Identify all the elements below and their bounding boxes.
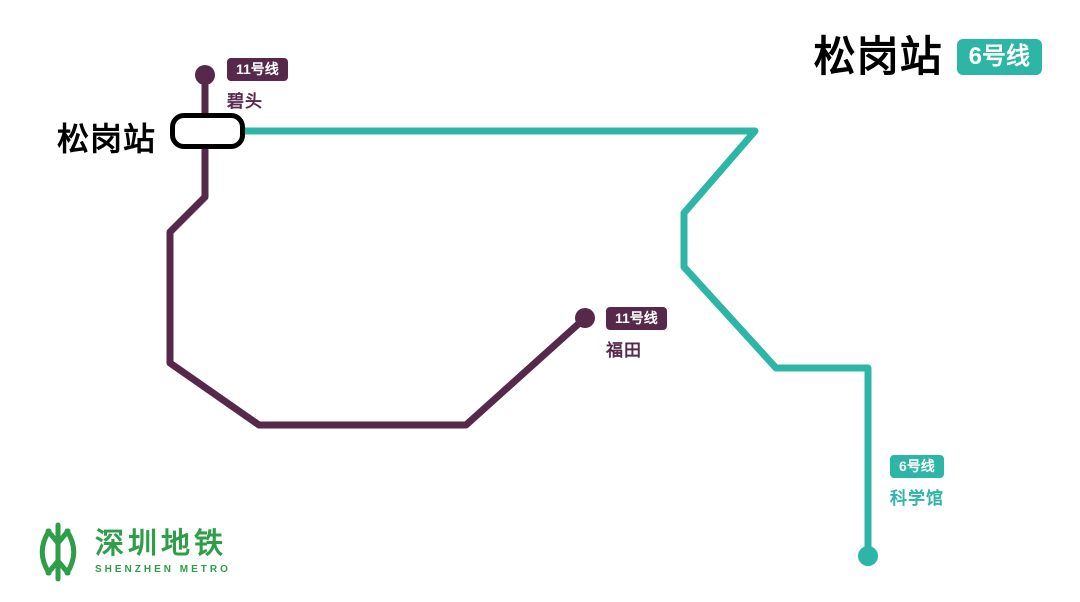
terminus-kexueguan-name: 科学馆 <box>890 488 944 508</box>
terminus-futian-name: 福田 <box>606 340 642 360</box>
logo-name-en: SHENZHEN METRO <box>95 563 231 575</box>
current-station-marker <box>170 113 245 149</box>
header-line6-badge: 6号线 <box>956 38 1042 76</box>
logo-text-block: 深圳地铁 SHENZHEN METRO <box>95 528 231 575</box>
shenzhen-metro-logo-icon <box>39 522 77 582</box>
metro-line-line11 <box>166 71 589 429</box>
terminus-dot <box>858 546 878 566</box>
shenzhen-metro-logo: 深圳地铁 SHENZHEN METRO <box>33 520 231 584</box>
current-station-label: 松岗站 <box>57 121 157 157</box>
terminus-bitou-name: 碧头 <box>227 91 263 111</box>
terminus-dot <box>575 308 595 328</box>
page-title: 松岗站 <box>813 33 943 80</box>
terminus-dot <box>195 65 215 85</box>
terminus-futian: 11号线 福田 <box>606 307 667 361</box>
logo-name-cn: 深圳地铁 <box>95 528 228 561</box>
metro-line-line6 <box>239 127 872 560</box>
line11-badge-futian: 11号线 <box>606 307 667 330</box>
terminus-kexueguan: 6号线 科学馆 <box>890 455 944 509</box>
terminus-bitou: 11号线 碧头 <box>227 58 288 112</box>
page-header: 松岗站 6号线 <box>814 36 1042 78</box>
line6-badge-kexueguan: 6号线 <box>890 455 944 478</box>
line11-badge-bitou: 11号线 <box>227 58 288 81</box>
